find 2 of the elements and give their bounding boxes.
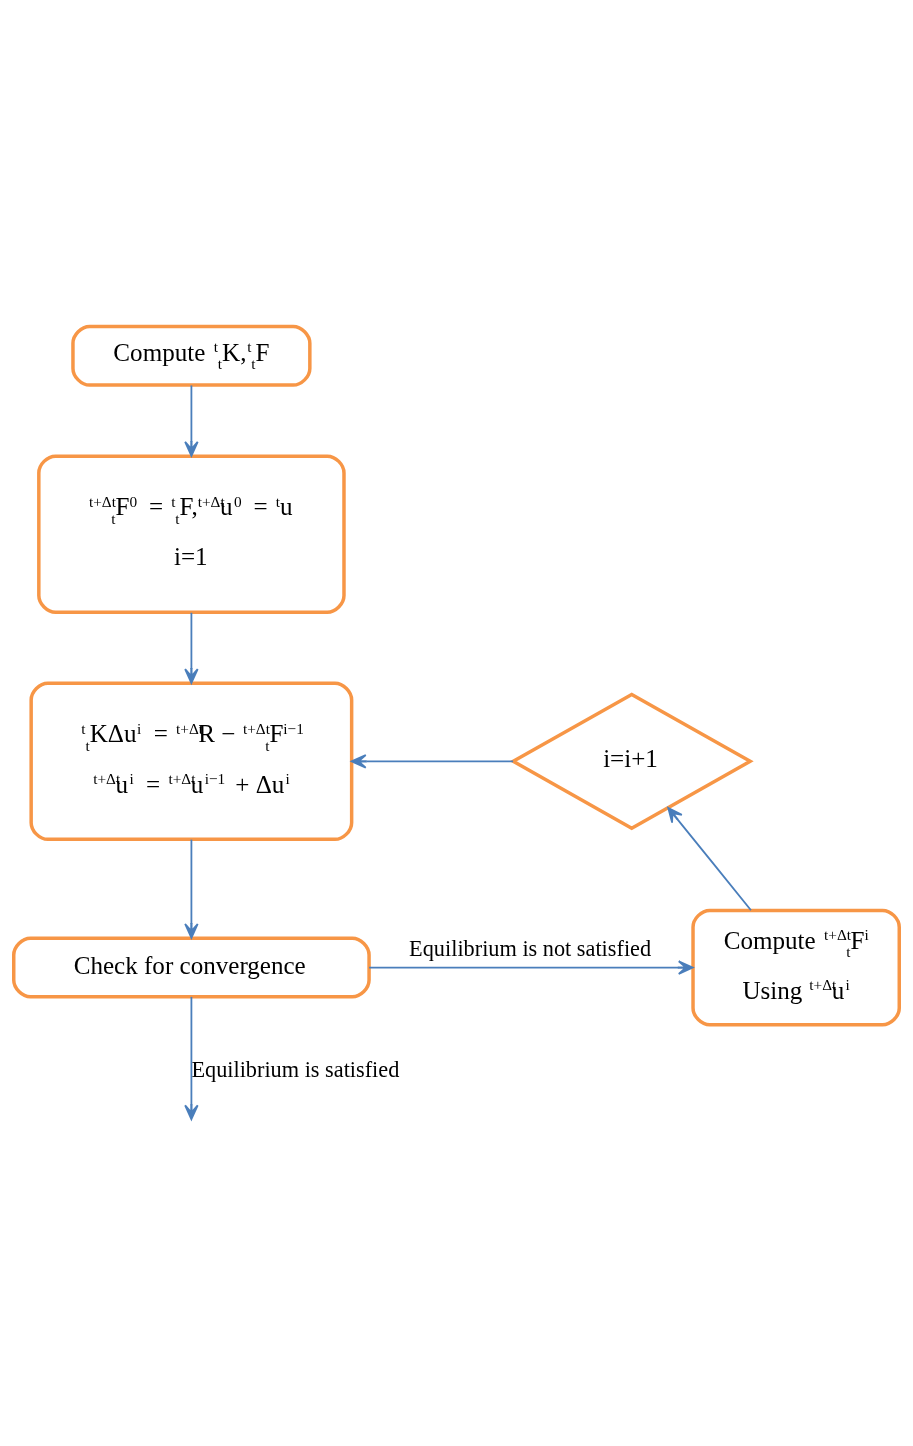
edge-label: Equilibrium is satisfied	[191, 1056, 400, 1082]
edge-label: Equilibrium is not satisfied	[409, 935, 652, 961]
